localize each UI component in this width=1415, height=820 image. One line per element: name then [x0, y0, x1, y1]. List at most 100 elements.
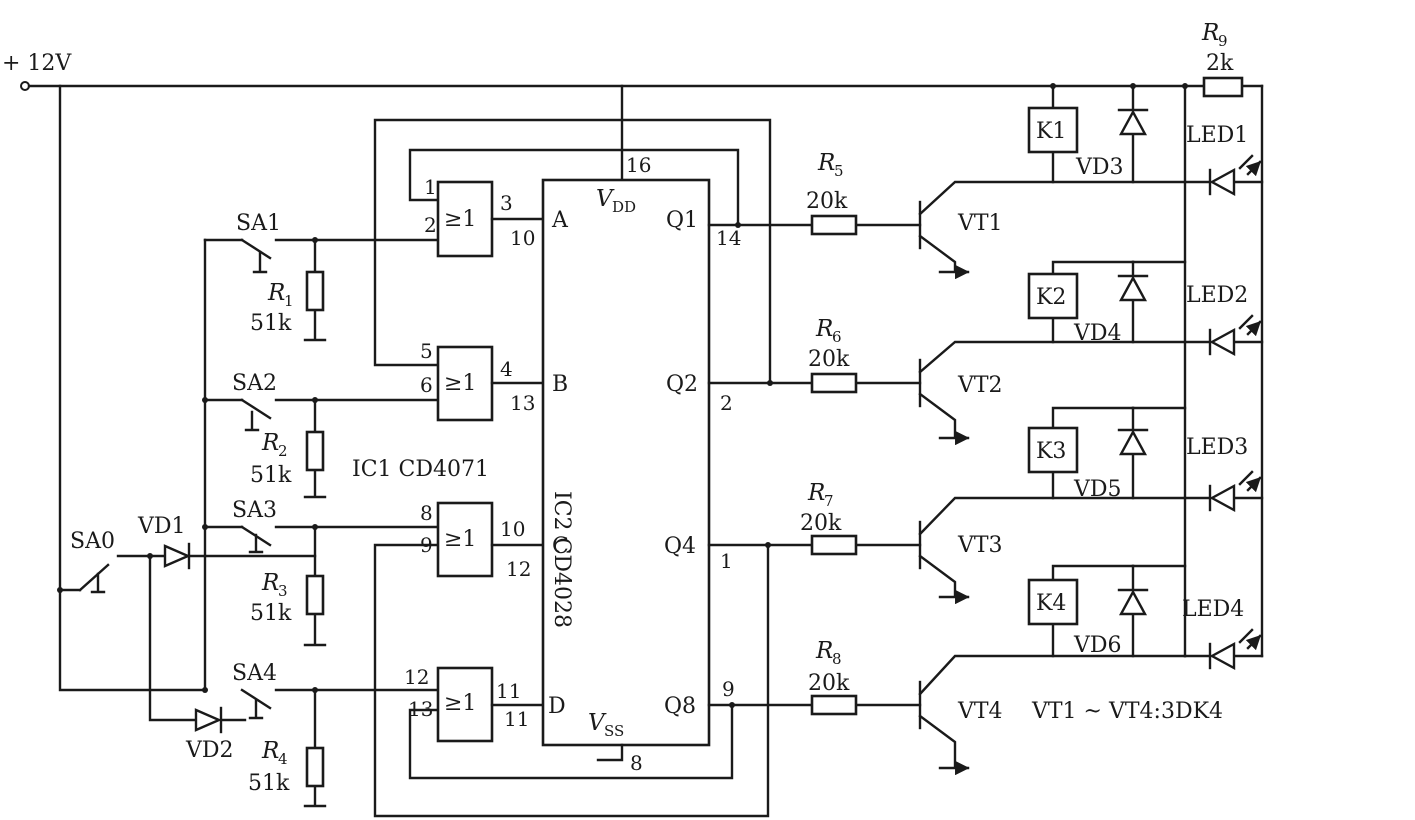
svg-text:12: 12: [404, 665, 429, 689]
ic2-vss-label: V: [588, 710, 607, 736]
svg-text:4: 4: [278, 750, 288, 768]
resistor-r9: R 9 2k: [1201, 20, 1244, 98]
or-gate-3: ≥1 8 9 10 12: [420, 501, 531, 581]
svg-text:DD: DD: [612, 198, 636, 216]
svg-text:K4: K4: [1036, 591, 1066, 616]
svg-text:20k: 20k: [806, 189, 848, 214]
svg-text:2: 2: [720, 391, 733, 415]
svg-text:5: 5: [420, 339, 433, 363]
resistor-r3-name: R: [261, 570, 279, 596]
svg-text:VD6: VD6: [1073, 633, 1122, 658]
svg-text:9: 9: [1218, 32, 1228, 50]
resistor-r8: R 8 20k: [808, 638, 858, 716]
resistor-r5: R 5 20k: [806, 150, 858, 236]
diode-vd5: VD5: [1073, 428, 1149, 502]
switch-sa1: SA1: [236, 211, 317, 274]
or-gate-4: ≥1 12 13 11 11: [404, 665, 529, 743]
svg-text:≥1: ≥1: [444, 691, 476, 716]
svg-text:K3: K3: [1036, 439, 1066, 464]
switch-sa3-label: SA3: [232, 498, 277, 523]
transistor-vt2: VT2: [918, 340, 1187, 438]
svg-text:B: B: [552, 372, 568, 397]
led-1: LED1: [1183, 123, 1262, 197]
svg-text:8: 8: [832, 650, 842, 668]
svg-text:R: R: [815, 638, 833, 664]
ic2-cd4028: 16 V DD V SS A B C D Q1 Q2 Q4 Q8 IC2 CD4…: [541, 153, 711, 747]
svg-text:K1: K1: [1036, 119, 1066, 144]
svg-text:1: 1: [720, 549, 733, 573]
svg-text:Q2: Q2: [666, 372, 698, 397]
svg-text:VT1: VT1: [957, 211, 1003, 236]
ic2-vss-pin: 8: [630, 751, 643, 775]
svg-text:10: 10: [510, 226, 535, 250]
svg-text:2k: 2k: [1206, 51, 1234, 76]
svg-text:3: 3: [278, 582, 288, 600]
ic2-vdd-label: V: [596, 186, 615, 212]
led-4: LED4: [1182, 597, 1262, 671]
svg-text:VT2: VT2: [957, 373, 1003, 398]
resistor-r4: R 4 51k: [248, 688, 327, 808]
switch-sa3: SA3: [232, 498, 317, 554]
resistor-r1: R 1 51k: [250, 238, 327, 342]
resistor-r7: R 7 20k: [800, 480, 858, 556]
resistor-r2: R 2 51k: [250, 398, 327, 499]
diode-vd2-label: VD2: [185, 738, 234, 763]
diode-vd4: VD4: [1073, 274, 1149, 346]
diode-vd3: VD3: [1075, 108, 1149, 180]
switch-sa2-label: SA2: [232, 371, 277, 396]
svg-text:VT4: VT4: [957, 699, 1003, 724]
svg-text:5: 5: [834, 162, 844, 180]
svg-text:LED2: LED2: [1186, 283, 1248, 308]
resistor-r4-name: R: [261, 738, 279, 764]
svg-text:11: 11: [504, 707, 529, 731]
svg-text:13: 13: [408, 697, 433, 721]
svg-text:8: 8: [420, 501, 433, 525]
relay-k1: K1: [1027, 106, 1079, 154]
svg-text:6: 6: [832, 328, 842, 346]
ic1-label: IC1 CD4071: [352, 457, 489, 482]
svg-text:20k: 20k: [808, 347, 850, 372]
svg-text:≥1: ≥1: [444, 527, 476, 552]
svg-text:6: 6: [420, 373, 433, 397]
svg-text:12: 12: [506, 557, 531, 581]
switch-sa1-label: SA1: [236, 211, 281, 236]
diode-vd1: VD1: [137, 514, 192, 570]
svg-text:R: R: [815, 316, 833, 342]
resistor-r2-name: R: [261, 430, 279, 456]
svg-text:SS: SS: [604, 722, 624, 740]
resistor-r1-name: R: [267, 280, 285, 306]
svg-text:1: 1: [424, 175, 437, 199]
svg-text:4: 4: [500, 357, 513, 381]
svg-text:LED3: LED3: [1186, 435, 1248, 460]
transistor-vt3: VT3: [918, 496, 1187, 597]
svg-text:VD3: VD3: [1075, 155, 1124, 180]
svg-text:1: 1: [284, 292, 294, 310]
supply-label: + 12V: [2, 51, 72, 76]
switch-sa4: SA4: [232, 661, 317, 720]
diode-vd1-label: VD1: [137, 514, 186, 539]
svg-text:R: R: [807, 480, 825, 506]
svg-text:20k: 20k: [808, 671, 850, 696]
resistor-r6: R 6 20k: [808, 316, 858, 394]
svg-text:K2: K2: [1036, 285, 1066, 310]
diode-vd2: VD2: [185, 706, 234, 763]
or-gate-1: ≥1 1 2 3 10: [424, 175, 535, 258]
resistor-r3: R 3 51k: [250, 525, 327, 647]
resistor-r1-value: 51k: [250, 311, 292, 336]
svg-text:A: A: [551, 208, 569, 233]
svg-text:D: D: [548, 694, 566, 719]
svg-text:2: 2: [278, 442, 288, 460]
svg-text:LED1: LED1: [1186, 123, 1248, 148]
svg-text:Q1: Q1: [666, 208, 698, 233]
transistor-vt1: VT1: [918, 180, 1187, 272]
svg-text:≥1: ≥1: [444, 207, 476, 232]
svg-text:VD4: VD4: [1073, 321, 1122, 346]
svg-text:Q8: Q8: [664, 694, 696, 719]
svg-text:9: 9: [420, 533, 433, 557]
resistor-r3-value: 51k: [250, 601, 292, 626]
svg-text:13: 13: [510, 391, 535, 415]
relay-k2: K2: [1027, 272, 1079, 320]
relay-k4: K4: [1027, 578, 1079, 626]
switch-sa4-label: SA4: [232, 661, 277, 686]
